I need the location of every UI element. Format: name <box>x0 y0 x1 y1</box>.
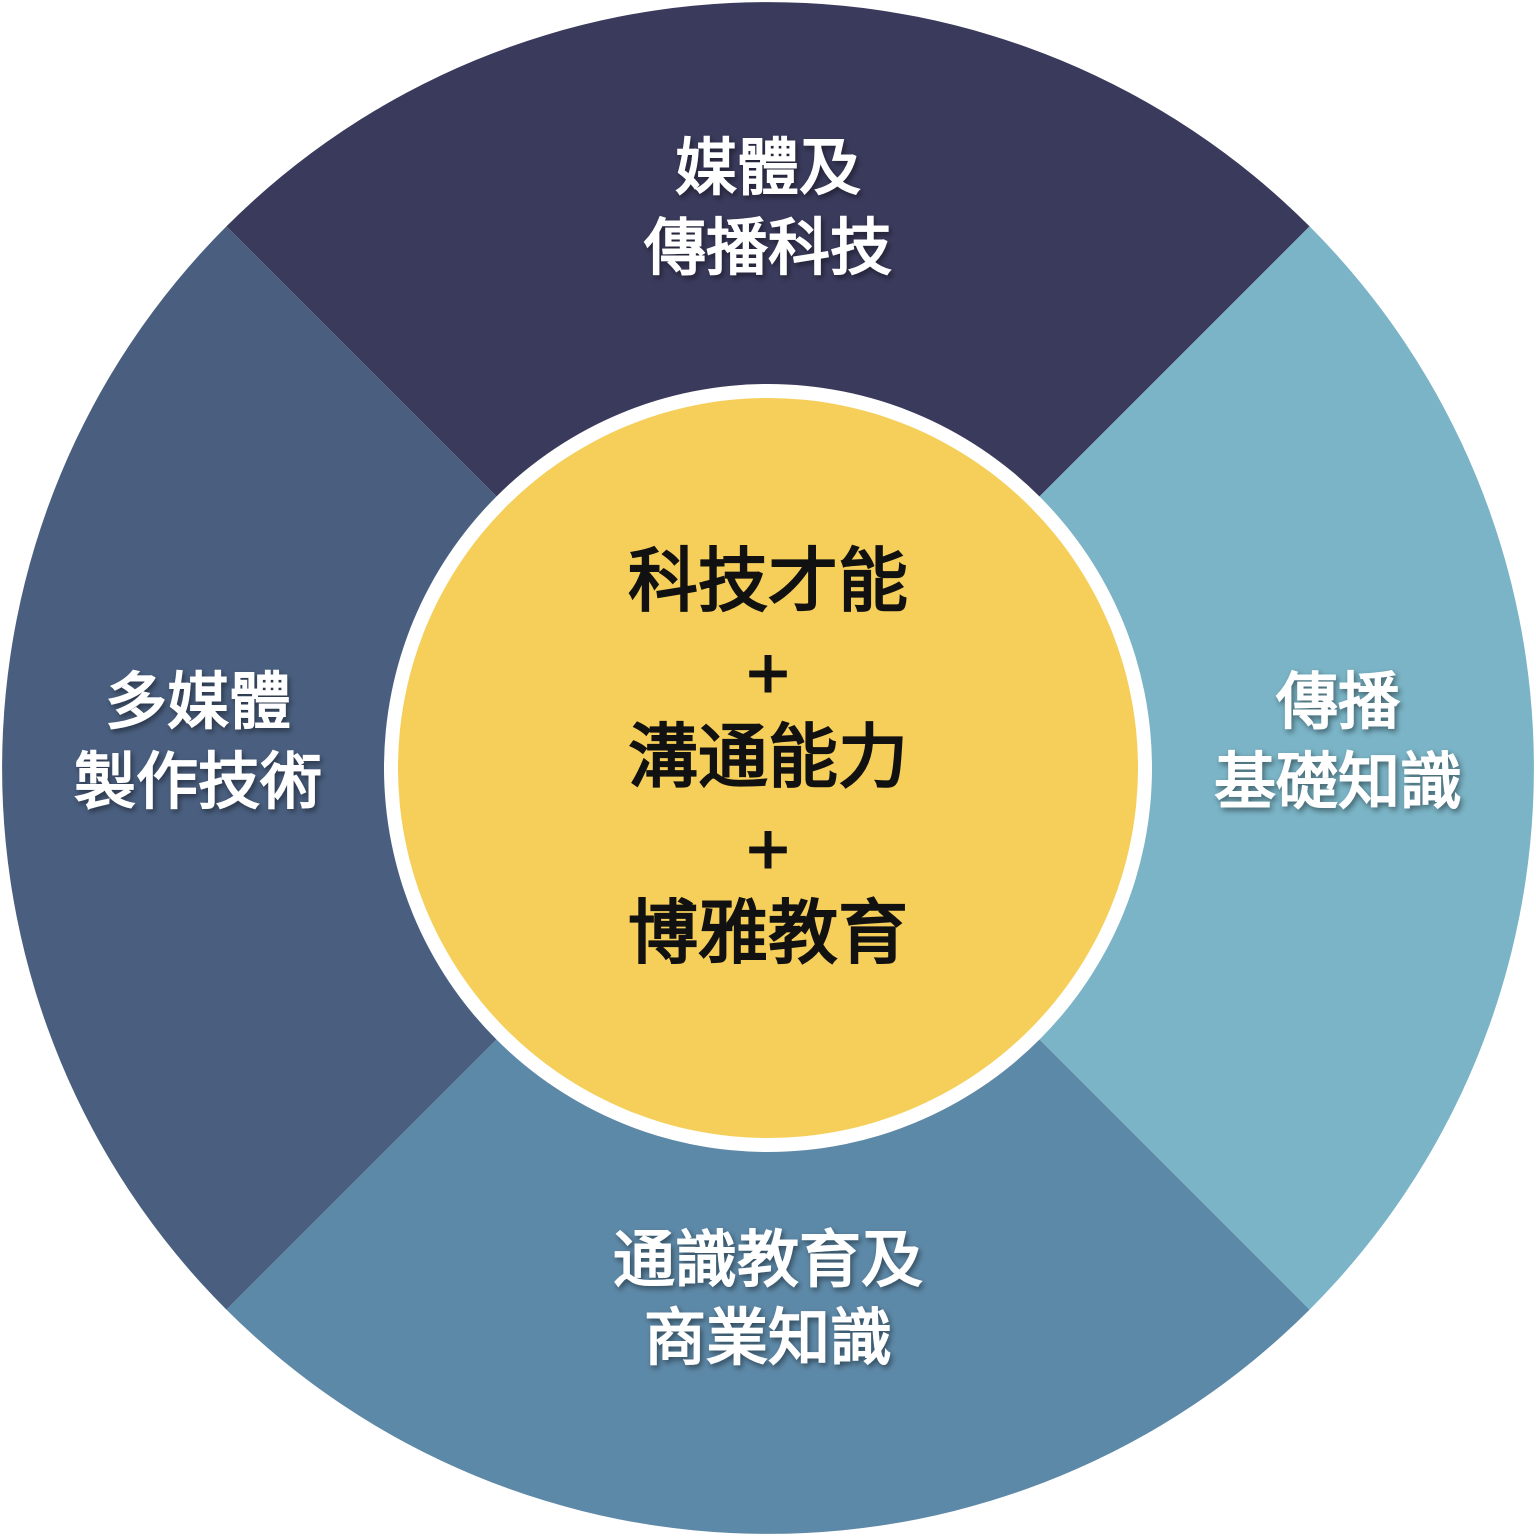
segment-right-label-line1: 傳播 <box>1275 665 1401 738</box>
segment-right-label-line2: 基礎知識 <box>1214 745 1462 818</box>
segment-bottom-label-line2: 商業知識 <box>644 1301 892 1374</box>
segment-bottom-label-line1: 通識教育及 <box>613 1223 923 1296</box>
center-label-communication: 溝通能力 <box>628 716 908 798</box>
center-label-tech: 科技才能 <box>628 540 908 622</box>
segment-top-label-line2: 傳播科技 <box>643 211 892 284</box>
segment-top-label-line1: 媒體及 <box>675 131 861 204</box>
center-plus-1: + <box>743 638 793 708</box>
center-circle <box>398 398 1138 1138</box>
segment-left-label-line2: 製作技術 <box>74 745 322 818</box>
segment-left-label-line1: 多媒體 <box>105 665 291 738</box>
center-label-liberal-arts: 博雅教育 <box>628 892 908 974</box>
center-plus-2: + <box>743 814 793 884</box>
